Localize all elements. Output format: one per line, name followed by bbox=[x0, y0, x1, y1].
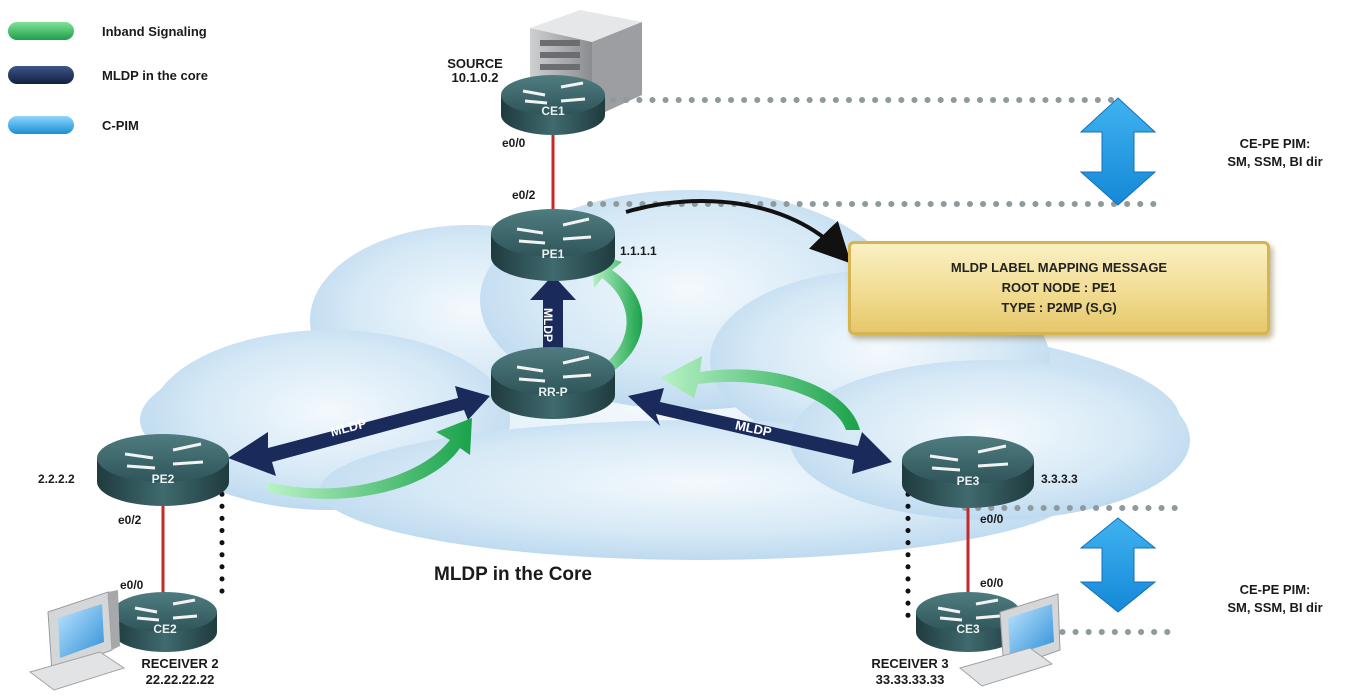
pe3-loopback: 3.3.3.3 bbox=[1041, 472, 1078, 486]
receiver3-title: RECEIVER 3 bbox=[871, 656, 949, 671]
pe1-loopback: 1.1.1.1 bbox=[620, 244, 657, 258]
pe3-interface-label: e0/0 bbox=[980, 512, 1004, 526]
receiver2-ip: 22.22.22.22 bbox=[145, 672, 215, 687]
router-ce1-icon bbox=[501, 75, 605, 135]
inband-arrow-rrp bbox=[592, 252, 643, 372]
legend-label-mldp: MLDP in the core bbox=[102, 68, 208, 83]
legend-label-cpim: C-PIM bbox=[102, 118, 139, 133]
pe2-interface-label: e0/2 bbox=[118, 513, 142, 527]
router-pe3-label: PE3 bbox=[956, 474, 980, 488]
router-pe2-label: PE2 bbox=[151, 472, 175, 486]
router-pe1-label: PE1 bbox=[541, 247, 565, 261]
router-ce2-icon bbox=[113, 592, 217, 652]
router-ce2-label: CE2 bbox=[153, 622, 177, 636]
physical-links bbox=[161, 125, 970, 600]
message-line-2: ROOT NODE : PE1 bbox=[1001, 280, 1117, 295]
legend-swatch-cpim bbox=[8, 116, 74, 134]
router-ce3-icon bbox=[916, 592, 1020, 652]
inband-arrow-pe3 bbox=[660, 356, 860, 430]
mldp-vertical-label: MLDP bbox=[541, 308, 555, 342]
receiver3-ip: 33.33.33.33 bbox=[875, 672, 945, 687]
router-rrp-icon bbox=[491, 347, 615, 419]
router-ce3-label: CE3 bbox=[956, 622, 980, 636]
source-title: SOURCE bbox=[447, 56, 503, 71]
router-pe2-icon bbox=[97, 434, 229, 506]
mldp-arrow-left bbox=[228, 386, 490, 476]
source-ip: 10.1.0.2 bbox=[451, 70, 499, 85]
ce3-interface-label: e0/0 bbox=[980, 576, 1004, 590]
pim-bottom-line2: SM, SSM, BI dir bbox=[1227, 600, 1323, 615]
ce1-interface-label: e0/0 bbox=[502, 136, 526, 150]
ce2-interface-label: e0/0 bbox=[120, 578, 144, 592]
receiver2-computer-icon bbox=[28, 590, 126, 691]
message-line-3: TYPE : P2MP (S,G) bbox=[1001, 300, 1117, 315]
router-ce1-label: CE1 bbox=[541, 104, 565, 118]
legend-label-inband: Inband Signaling bbox=[102, 24, 207, 39]
ce-pe-dotted-links bbox=[219, 467, 911, 623]
message-pointer-arrow bbox=[625, 199, 852, 264]
cloud-title: MLDP in the Core bbox=[434, 564, 592, 585]
inband-arrow-pe2 bbox=[268, 418, 472, 499]
router-pe3-icon bbox=[902, 436, 1034, 508]
router-rrp-label: RR-P bbox=[538, 385, 568, 399]
pe1-interface-label: e0/2 bbox=[512, 188, 536, 202]
legend-swatch-mldp bbox=[8, 66, 74, 84]
router-pe1-icon bbox=[491, 209, 615, 281]
pim-top-line2: SM, SSM, BI dir bbox=[1227, 154, 1323, 169]
pe2-loopback: 2.2.2.2 bbox=[38, 472, 75, 486]
receiver2-title: RECEIVER 2 bbox=[141, 656, 219, 671]
legend-swatch-inband bbox=[8, 22, 74, 40]
message-line-1: MLDP LABEL MAPPING MESSAGE bbox=[950, 260, 1168, 275]
receiver3-computer-icon bbox=[958, 593, 1061, 687]
pim-bottom-line1: CE-PE PIM: bbox=[1239, 582, 1311, 597]
pim-top-line1: CE-PE PIM: bbox=[1239, 136, 1311, 151]
mldp-arrow-right bbox=[628, 388, 892, 474]
pim-double-arrow-top bbox=[1079, 97, 1157, 206]
label-mapping-message-box: MLDP LABEL MAPPING MESSAGE ROOT NODE : P… bbox=[848, 241, 1270, 335]
pim-double-arrow-bottom bbox=[1079, 517, 1157, 613]
